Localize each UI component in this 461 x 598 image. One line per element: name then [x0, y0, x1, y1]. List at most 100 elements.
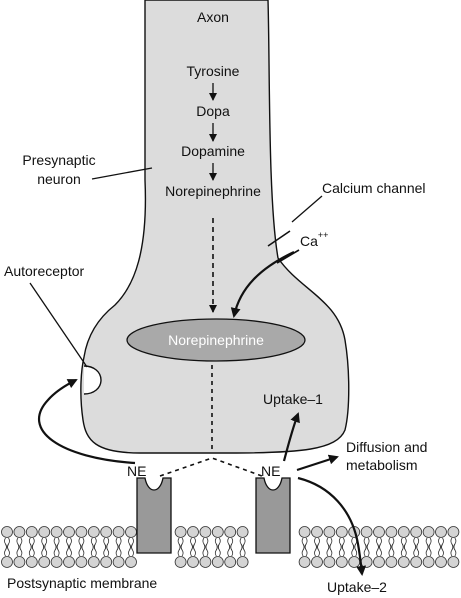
lipid-head [75, 556, 88, 568]
lipid-tail [376, 543, 382, 557]
lipid-tail [90, 537, 97, 551]
lipid-head [435, 556, 447, 568]
lipid-tail [177, 537, 184, 551]
lipid-tail [128, 537, 134, 551]
lipid-head [38, 556, 51, 568]
lipid-head [360, 526, 373, 538]
presynaptic-leader-line [91, 167, 153, 180]
dopa-label: Dopa [196, 103, 230, 119]
diffusion-label-line1: Diffusion and [346, 439, 427, 455]
autoreceptor-label: Autoreceptor [4, 263, 84, 279]
lipid-head [435, 526, 447, 538]
calcium-channel-label: Calcium channel [322, 180, 426, 196]
lipid-head [422, 526, 435, 538]
lipid-head [397, 556, 410, 568]
lipid-tail [314, 543, 320, 557]
lipid-tail [177, 543, 184, 557]
vesicle-label: Norepinephrine [168, 332, 264, 348]
lipid-head [373, 526, 385, 538]
diffusion-label-line2: metabolism [346, 457, 418, 473]
lipid-tail [388, 537, 395, 551]
lipid-tail [214, 537, 221, 551]
lipid-tail [190, 537, 196, 551]
lipid-head [385, 556, 398, 568]
lipid-head [63, 556, 75, 568]
lipid-tail [425, 537, 432, 551]
lipid-tail [301, 537, 308, 551]
lipid-head [373, 556, 385, 568]
lipid-head [211, 556, 224, 568]
lipid-tail [413, 537, 420, 551]
lipid-tail [351, 537, 358, 551]
lipid-tail [128, 543, 134, 557]
lipid-tail [239, 537, 246, 551]
release-spread-lines [159, 457, 263, 477]
lipid-tail [66, 537, 72, 551]
lipid-tail [438, 543, 444, 557]
lipid-head [174, 556, 187, 568]
lipid-head [323, 526, 336, 538]
lipid-tail [214, 543, 221, 557]
uptake1-label: Uptake–1 [263, 391, 323, 407]
uptake1-arrow [282, 412, 300, 462]
presynaptic-label-line1: Presynaptic [22, 152, 95, 168]
lipid-tail [326, 537, 333, 551]
lipid-head [211, 526, 224, 538]
lipid-tail [4, 543, 10, 557]
lipid-head [348, 556, 361, 568]
lipid-tail [202, 537, 209, 551]
lipid-tail [16, 543, 23, 557]
lipid-head [410, 526, 423, 538]
lipid-head [100, 526, 113, 538]
lipid-head [410, 556, 423, 568]
lipid-head [87, 556, 100, 568]
ne-left-label: NE [127, 463, 146, 479]
lipid-tail [4, 537, 10, 551]
lipid-tail [314, 537, 320, 551]
presynaptic-label-line2: neuron [37, 171, 81, 187]
lipid-head [311, 556, 323, 568]
lipid-tail [16, 537, 23, 551]
lipid-head [25, 526, 38, 538]
lipid-tail [90, 543, 97, 557]
lipid-head [38, 526, 51, 538]
norepinephrine-synth-label: Norepinephrine [165, 183, 261, 199]
lipid-head [199, 556, 212, 568]
diffusion-arrow [296, 454, 339, 472]
ne-right-label: NE [261, 463, 280, 479]
lipid-tail [338, 537, 345, 551]
lipid-tail [450, 543, 457, 557]
lipid-head [13, 556, 26, 568]
lipid-head [1, 556, 13, 568]
lipid-head [323, 556, 336, 568]
postsynaptic-receptor-left [136, 477, 172, 554]
lipid-tail [450, 537, 457, 551]
norepinephrine-vesicle [126, 318, 306, 362]
autoreceptor-leader-line [29, 282, 88, 368]
lipid-head [224, 556, 237, 568]
lipid-tail [376, 537, 382, 551]
lipid-head [87, 526, 100, 538]
lipid-head [174, 526, 187, 538]
calcium-channel-wall-upper [267, 230, 291, 247]
lipid-tail [190, 543, 196, 557]
lipid-tail [78, 543, 85, 557]
calcium-channel-leader-line [291, 195, 323, 223]
lipid-head [360, 556, 373, 568]
lipid-head [112, 556, 125, 568]
lipid-head [397, 526, 410, 538]
calcium-influx-arrow [230, 251, 295, 318]
lipid-head [298, 556, 311, 568]
lipid-tail [103, 543, 110, 557]
lipid-head [1, 526, 13, 538]
autoreceptor-feedback-arrow [37, 379, 136, 465]
lipid-tail [413, 543, 420, 557]
lipid-tail [326, 543, 333, 557]
lipid-tail [103, 537, 110, 551]
lipid-head [13, 526, 26, 538]
lipid-tail [400, 537, 407, 551]
lipid-head [125, 526, 137, 538]
lipid-head [298, 526, 311, 538]
lipid-tail [227, 537, 234, 551]
